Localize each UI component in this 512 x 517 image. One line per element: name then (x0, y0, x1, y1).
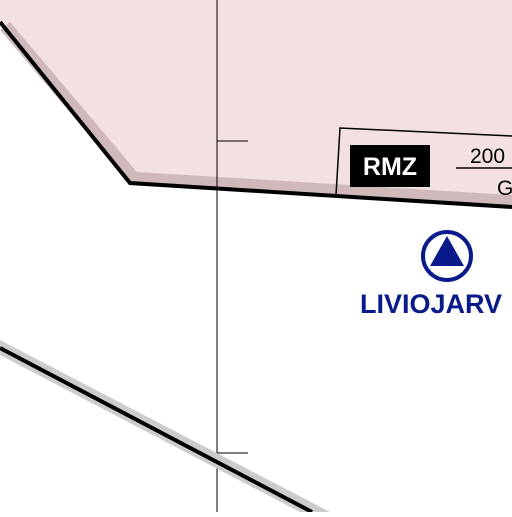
airfield[interactable]: LIVIOJARV (360, 230, 502, 319)
triangle-in-circle-icon (421, 230, 473, 282)
rmz-lower-limit: G (497, 177, 512, 200)
airspace-boundary (0, 20, 512, 209)
rmz-badge-bg (350, 145, 430, 187)
route-shadow (0, 340, 330, 512)
rmz-upper-limit: 200 (470, 145, 505, 168)
rmz-info-box[interactable]: RMZ 200 G (335, 127, 512, 200)
rmz-badge: RMZ (363, 153, 417, 181)
airfield-name: LIVIOJARV (360, 289, 502, 319)
rmz-box-border (335, 127, 512, 196)
route-line (0, 346, 313, 514)
